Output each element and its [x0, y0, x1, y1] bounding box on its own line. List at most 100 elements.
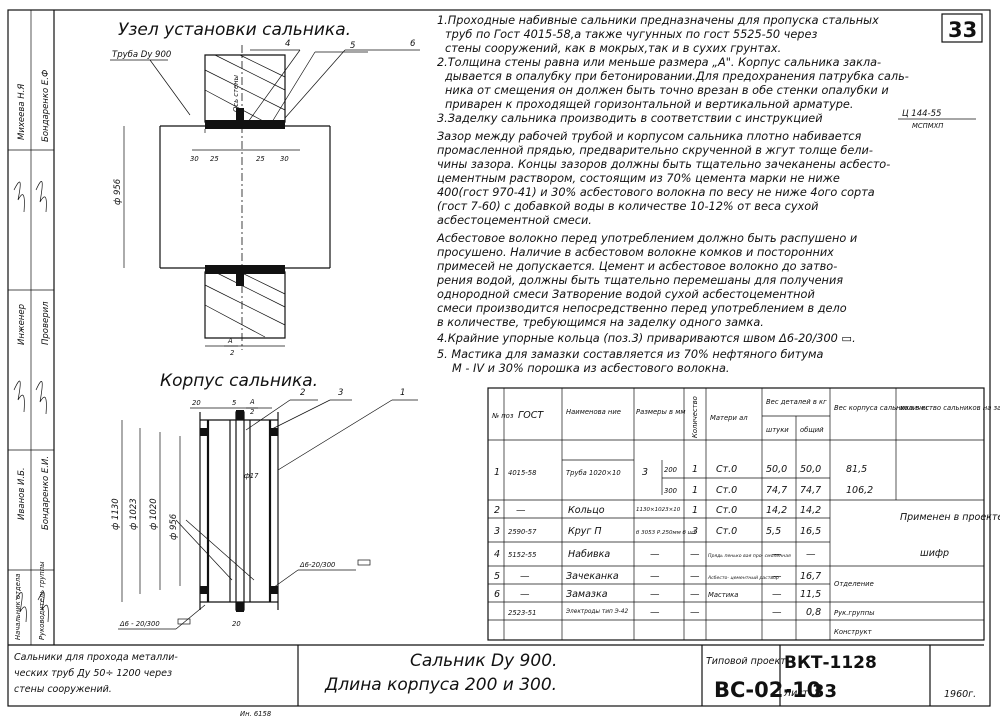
body-diameter-1023: ф 1023: [129, 498, 139, 530]
r6-w2: 11,5: [800, 589, 821, 600]
r2-w2: 14,2: [800, 505, 821, 516]
r7-size: —: [650, 607, 660, 618]
body-diameter-1020: ф 1020: [149, 498, 159, 530]
sidebar-role-engineer: Инженер: [17, 304, 27, 345]
sidebar-name-4: Бондаренко Е.И.: [41, 456, 51, 530]
r3-mat: Ст.0: [716, 526, 737, 537]
th-count: количество сальников на заказ: [900, 404, 1000, 412]
r6-pos: 6: [494, 589, 500, 600]
stamp-sheet: 33: [812, 681, 837, 702]
body-diameter-956: ф 956: [169, 513, 179, 540]
notes: 1.Проходные набивные сальники предназнач…: [436, 14, 976, 375]
stamp-description-2: ческих труб Ду 50÷ 1200 через: [14, 668, 172, 679]
body-callout-2: 2: [300, 388, 305, 398]
body-callout-1: 1: [400, 388, 405, 398]
spec-table: № поз ГОСТ Наименова ние Размеры в мм Ко…: [487, 387, 1000, 641]
dim-30-right: 30: [280, 155, 289, 163]
r7-gost: 2523-51: [508, 609, 536, 617]
typical-project: Типовой проект: [706, 656, 786, 667]
r5-mat: Асбесто- цементный раствор: [707, 575, 779, 581]
role-group-head: Рук.группы: [834, 609, 875, 617]
r6-mat: Мастика: [708, 591, 738, 599]
stamp-description-1: Сальники для прохода металли-: [14, 652, 178, 663]
note-line-15: асбестоцементной смеси.: [437, 214, 592, 227]
sidebar-name-2: Бондаренко Е.Ф: [41, 70, 51, 142]
r1-gost: 4015-58: [508, 469, 537, 477]
r1-name: Труба 1020×10: [566, 469, 621, 477]
note-line-12: цементным раствором, состоящим из 70% це…: [437, 172, 840, 185]
r7-name: Электроды тип Э-42: [565, 609, 628, 615]
inventory-number: Ин. 6158: [240, 710, 272, 718]
assembly-title: Узел установки сальника.: [118, 20, 351, 40]
note-line-22: в количестве, требующимся на заделку одн…: [437, 316, 764, 329]
r2-mat: Ст.0: [716, 505, 737, 516]
weld-label-bottom: Δ6 - 20/300: [119, 620, 160, 628]
role-department: Отделение: [834, 580, 874, 588]
note-line-18: примесей не допускается. Цемент и асбест…: [437, 260, 837, 273]
r4-size: —: [650, 549, 660, 560]
title-block: Сальники для прохода металли- ческих тру…: [8, 644, 984, 718]
body-dim-20: 20: [192, 399, 201, 407]
r3-name: Круг П: [568, 526, 602, 537]
note-line-8: 3.Заделку сальника производить в соответ…: [437, 112, 823, 125]
r1a-mat: Ст.0: [716, 464, 737, 475]
body-n-label: ф17: [244, 472, 259, 480]
note-line-6: ника от смещения он должен быть точно вр…: [445, 84, 889, 97]
note-line-2: труб по Гост 4015-58,а также чугунных по…: [445, 28, 817, 41]
th-name: Наименова ние: [566, 408, 621, 416]
stamp-year: 1960г.: [944, 689, 976, 700]
r1b-body: 106,2: [846, 485, 873, 496]
note-line-11: чины зазора. Концы зазоров должны быть т…: [437, 158, 890, 171]
body-dim-5: 5: [232, 399, 236, 407]
dim-25-right: 25: [256, 155, 265, 163]
dim-25-left: 25: [210, 155, 219, 163]
r4-w1: —: [772, 549, 782, 560]
r5-size: —: [650, 571, 660, 582]
note-line-7: приварен к проходящей горизонтальной и в…: [445, 98, 853, 111]
sheet-frame: [7, 9, 991, 707]
r6-name: Замазка: [566, 589, 608, 600]
callout-4: 4: [285, 39, 290, 49]
th-weight-total: общий: [800, 426, 824, 434]
r7-w2: 0,8: [806, 607, 821, 618]
th-qty: Количество: [691, 396, 699, 438]
a-dim-half: 2: [230, 349, 234, 357]
sidebar: Михеева Н.Я Бондаренко Е.Ф Инженер Прове…: [8, 70, 54, 640]
r4-name: Набивка: [568, 549, 610, 560]
sidebar-role-group: Руководитель группы: [38, 561, 46, 640]
note-line-4: 2.Толщина стены равна или меньше размера…: [437, 56, 881, 69]
stamp-title-1: Сальник Dу 900.: [410, 651, 557, 671]
th-gost: ГОСТ: [518, 410, 544, 421]
pipe-label: Труба Dу 900: [112, 50, 171, 60]
r4-qty: —: [690, 549, 700, 560]
sidebar-name-3: Иванов И.Б.: [17, 467, 27, 520]
note-line-14: (гост 7-60) с добавкой воды в количестве…: [437, 200, 818, 213]
r3-gost: 2590-57: [508, 528, 537, 536]
note-line-5: дывается в опалубку при бетонировании.Дл…: [444, 70, 909, 83]
dim-30-left: 30: [190, 155, 199, 163]
note-line-19: рения водой, должны быть тщательно перем…: [436, 274, 843, 287]
r2-qty: 1: [692, 505, 698, 516]
project-code: ВКТ-1128: [784, 653, 877, 673]
r1-size: 3: [642, 467, 648, 478]
r1b-w2: 74,7: [800, 485, 821, 496]
r5-qty: —: [690, 571, 700, 582]
r6-w1: —: [772, 589, 782, 600]
assembly-diameter: ф 956: [113, 178, 123, 205]
r2-name: Кольцо: [568, 505, 605, 516]
r1a-w2: 50,0: [800, 464, 821, 475]
note-line-25: М - IV и 30% порошка из асбестового воло…: [452, 362, 729, 375]
wall-axis-label: Ось стены: [232, 74, 240, 112]
r6-qty: —: [690, 589, 700, 600]
r1a-w1: 50,0: [766, 464, 787, 475]
note-line-13: 400(гост 970-41) и 30% асбестового волок…: [437, 186, 875, 199]
r5-gost: —: [520, 571, 530, 582]
r4-gost: 5152-55: [508, 551, 536, 559]
r1a-qty: 1: [692, 464, 698, 475]
r7-w1: —: [772, 607, 782, 618]
instruction-ref-den: МСПМХП: [912, 122, 943, 130]
r2-w1: 14,2: [766, 505, 787, 516]
sheet-number-box: [941, 13, 983, 43]
body-bottom-dim: 20: [232, 620, 241, 628]
